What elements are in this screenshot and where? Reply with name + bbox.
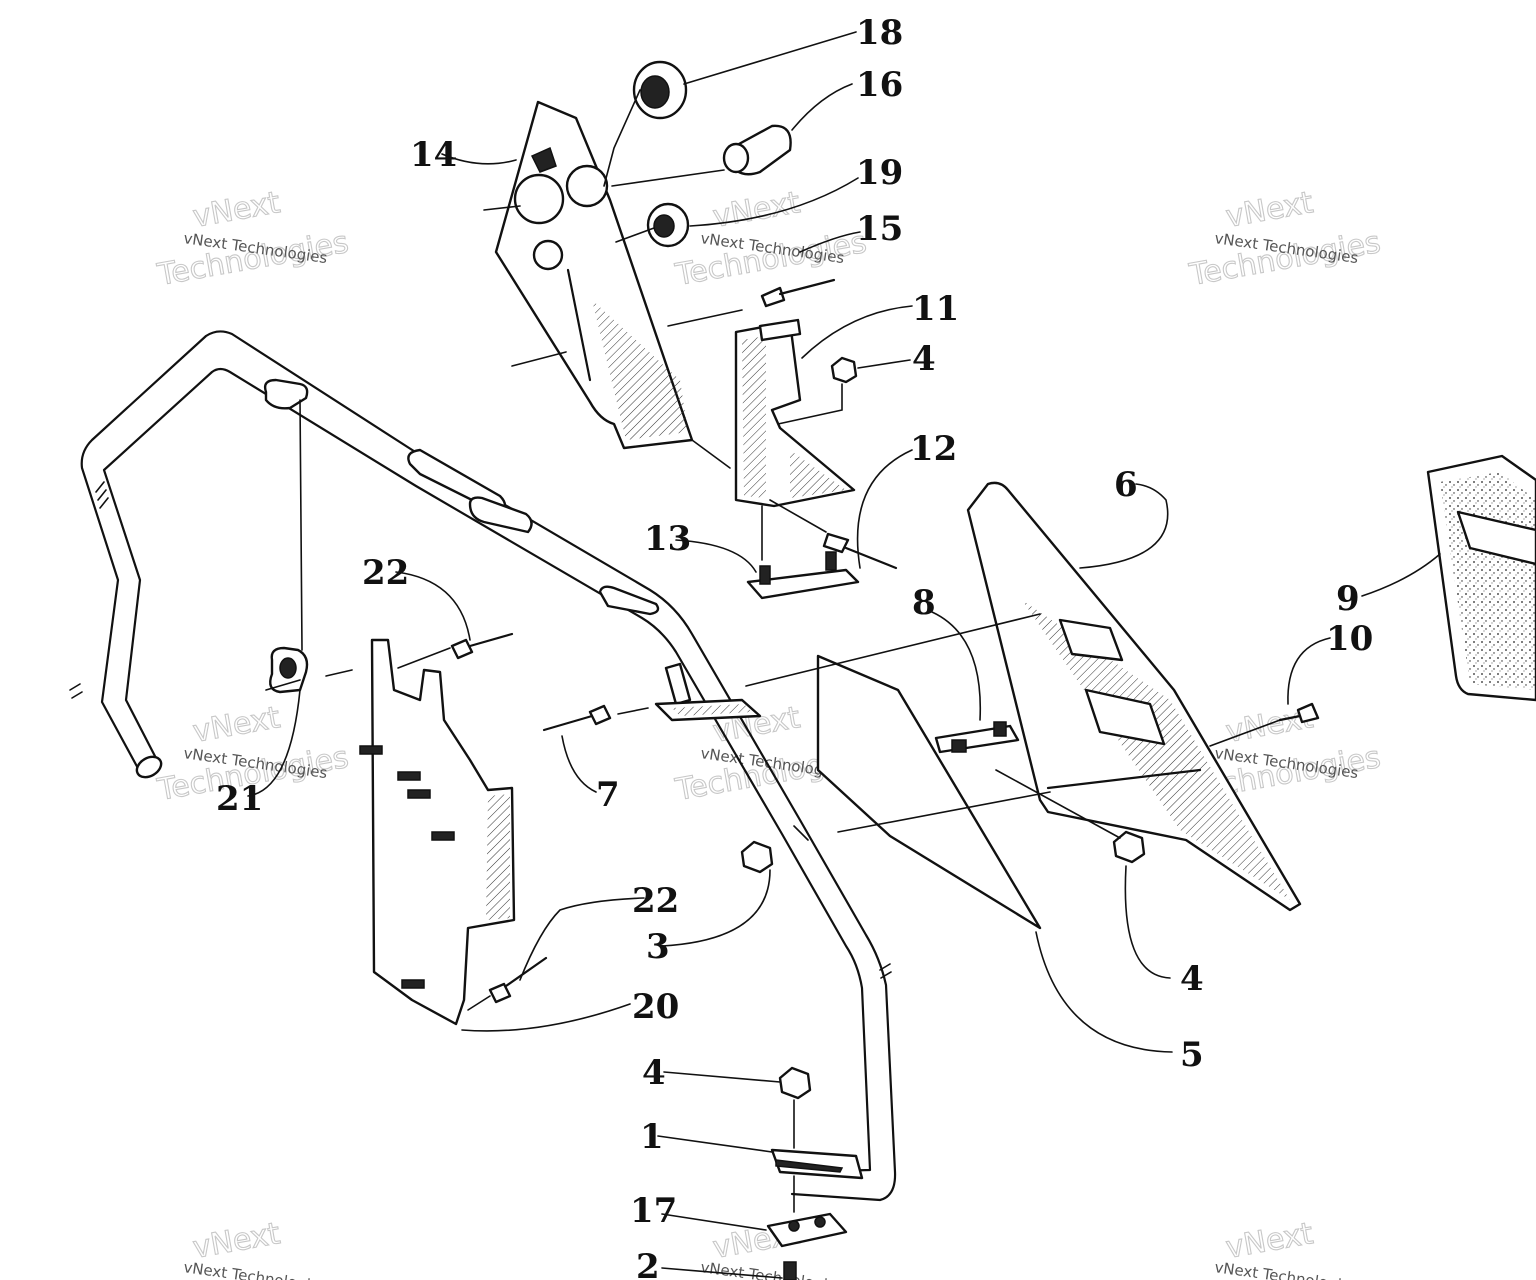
callout-9: 9	[1336, 579, 1360, 619]
callout-18: 18	[856, 13, 903, 53]
leader-lines	[247, 31, 1441, 1279]
watermark-big-top: vNext	[710, 185, 803, 235]
watermark-small: vNext Technologies	[1213, 1258, 1359, 1280]
callout-22-upper: 22	[362, 553, 409, 593]
part-grommet-18	[632, 60, 688, 120]
part-nut-4-lower	[778, 1066, 812, 1100]
callout-6: 6	[1114, 465, 1138, 505]
callout-12: 12	[910, 429, 957, 469]
part-nut-4-upper	[830, 356, 858, 384]
part-nut-4-right	[1112, 830, 1146, 864]
callout-17: 17	[630, 1191, 677, 1231]
watermark-bottom-right: vNext vNext Technologies	[1213, 1216, 1359, 1280]
part-grommet-19	[646, 202, 690, 248]
watermark-big-top: vNext	[1223, 1216, 1316, 1266]
callout-21: 21	[216, 779, 263, 819]
callout-1: 1	[640, 1117, 664, 1157]
part-rivet-12	[822, 532, 898, 570]
callout-10: 10	[1326, 619, 1373, 659]
part-handlebar-frame	[69, 330, 897, 1202]
part-side-panel-6	[966, 481, 1302, 912]
part-plate-17	[766, 1212, 848, 1248]
callout-13: 13	[644, 519, 691, 559]
watermark-big-top: vNext	[190, 700, 283, 750]
callout-20: 20	[632, 987, 679, 1027]
callout-22-lower: 22	[632, 881, 679, 921]
callout-4-right: 4	[1180, 959, 1204, 999]
callout-15: 15	[856, 209, 903, 249]
callout-7: 7	[596, 775, 620, 815]
callout-5: 5	[1180, 1035, 1204, 1075]
callout-4-upper: 4	[912, 339, 936, 379]
watermark-big-top: vNext	[1223, 185, 1316, 235]
part-screw-10	[1278, 702, 1320, 724]
part-stud-plate-8	[934, 721, 1020, 754]
part-rivet-15	[760, 278, 836, 308]
part-nut-3	[740, 840, 774, 874]
callout-labels: 18 16 14 19 15 11 4 12 13 6 9 10 8 22 7 …	[216, 13, 1373, 1280]
watermark-top-right: vNext Technologies vNext Technologies	[1186, 185, 1384, 294]
callout-8: 8	[912, 583, 936, 623]
watermark-big-top: vNext	[190, 1216, 283, 1266]
part-bushing-16	[722, 124, 792, 176]
callout-2: 2	[636, 1247, 660, 1280]
part-upper-bracket-14	[494, 100, 694, 450]
assembly-lines	[265, 89, 1281, 1213]
part-bracket-11	[734, 318, 856, 508]
part-bumper-pad-9	[1426, 454, 1536, 702]
watermark-bottom-left: vNext vNext Technologies	[182, 1216, 328, 1280]
callout-16: 16	[856, 65, 903, 105]
callout-3: 3	[646, 927, 670, 967]
part-lower-bracket-plate	[359, 638, 516, 1026]
part-rivet-7	[542, 704, 612, 732]
part-bolt-2	[783, 1261, 797, 1280]
callout-19: 19	[856, 153, 903, 193]
part-rivet-22-upper	[450, 632, 514, 660]
watermark-big-top: vNext	[190, 185, 283, 235]
watermark-top-mid: vNext Technologies vNext Technologies	[672, 185, 870, 294]
callout-4-lower: 4	[642, 1053, 666, 1093]
callout-14: 14	[410, 135, 457, 175]
watermark-small: vNext Technologies	[182, 1258, 328, 1280]
part-clamp-21	[269, 646, 309, 694]
part-stud-plate-13	[746, 551, 860, 600]
part-mesh-screen-5	[816, 654, 1042, 930]
part-rivet-22-lower	[488, 956, 548, 1004]
callout-11: 11	[912, 289, 959, 329]
watermark-top-left: vNext Technologies vNext Technologies	[154, 185, 352, 294]
